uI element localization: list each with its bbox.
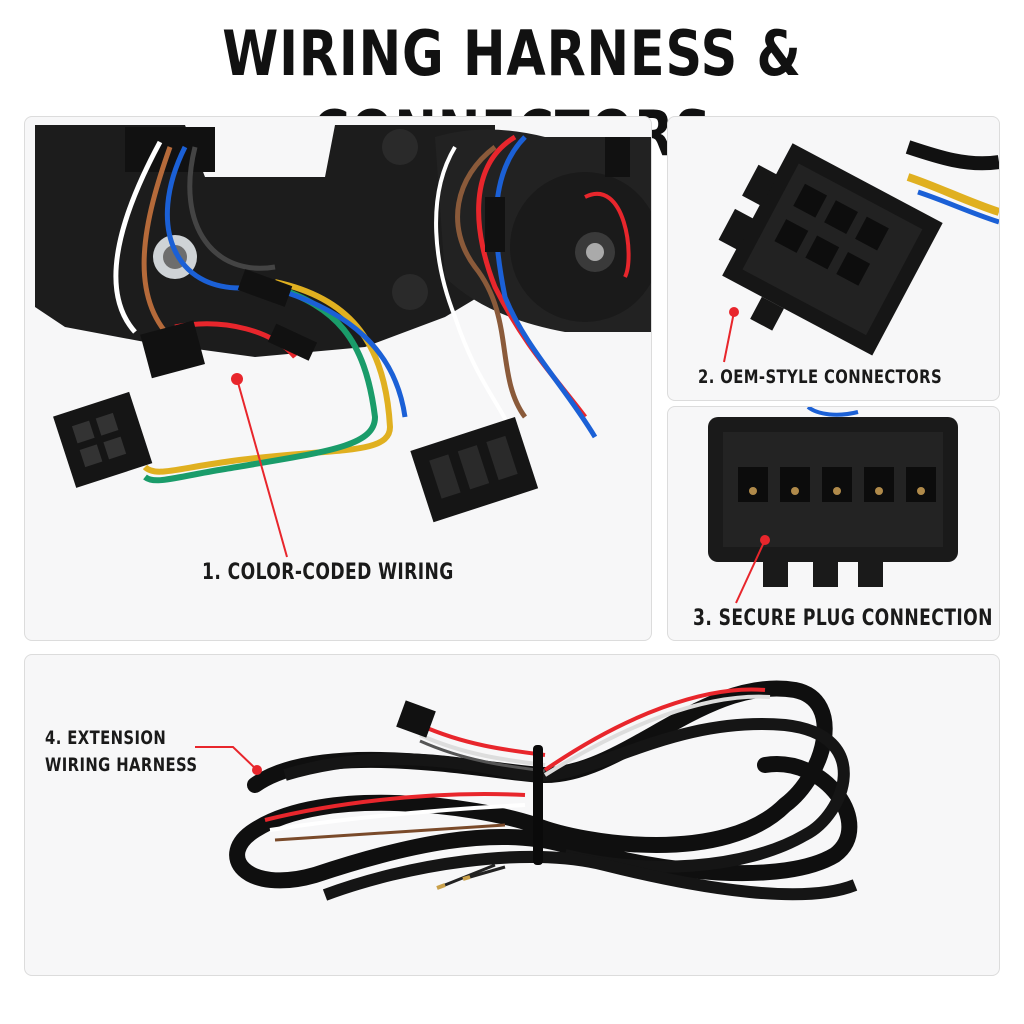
callout-extension-line2: WIRING HARNESS <box>45 754 198 776</box>
oem-connector-photo <box>718 140 999 363</box>
panel-extension-harness: 4. EXTENSION WIRING HARNESS <box>24 654 1000 976</box>
panel-oem-connectors: 2. OEM-STYLE CONNECTORS <box>667 116 1000 401</box>
callout-secure-plug: 3. SECURE PLUG CONNECTION <box>693 606 993 631</box>
callout-color-coded-wiring: 1. COLOR-CODED WIRING <box>202 560 454 585</box>
panel-secure-plug: 3. SECURE PLUG CONNECTION <box>667 406 1000 641</box>
panel-color-coded-wiring: 1. COLOR-CODED WIRING <box>24 116 652 641</box>
headlight-harness-photo <box>35 125 651 558</box>
callout-oem-connectors: 2. OEM-STYLE CONNECTORS <box>698 366 943 388</box>
extension-harness-photo <box>195 680 858 901</box>
page-title: WIRING HARNESS & CONNECTORS <box>222 17 802 170</box>
plug-connector-photo <box>708 407 958 604</box>
callout-extension-line1: 4. EXTENSION <box>45 727 167 749</box>
